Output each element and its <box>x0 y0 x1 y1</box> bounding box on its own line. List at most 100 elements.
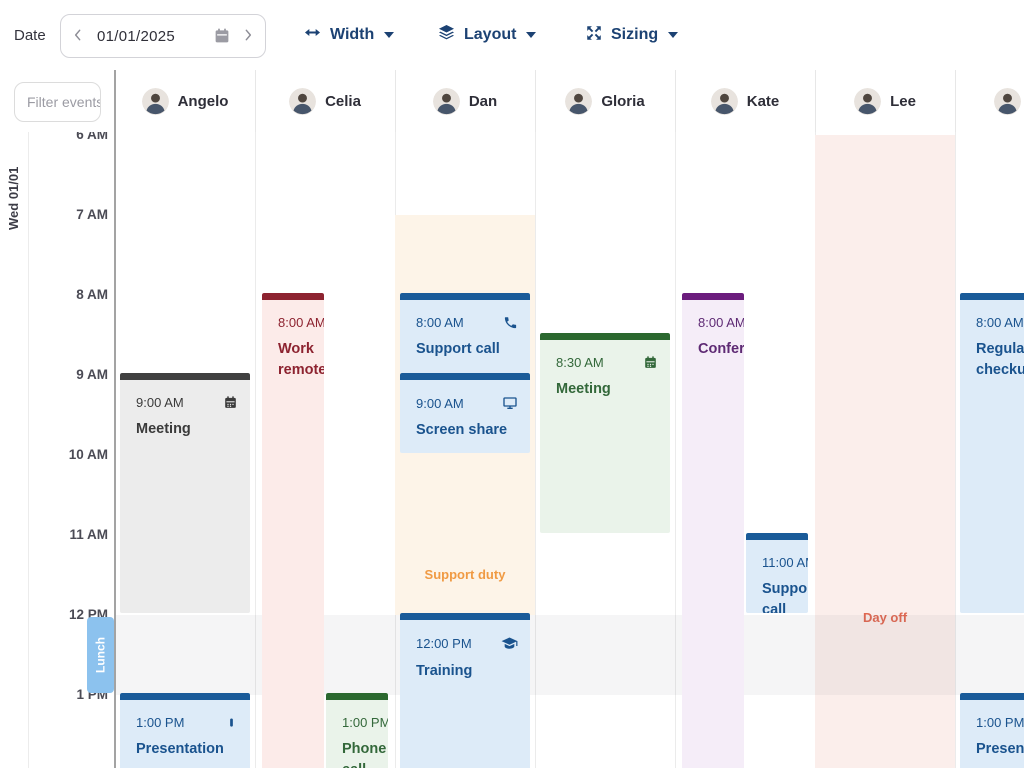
header-column-separator <box>675 70 676 132</box>
width-dropdown-label: Width <box>330 26 375 43</box>
chevron-right-icon <box>240 27 256 46</box>
event-time: 1:00 PM <box>136 715 185 730</box>
event-title: Support call <box>416 341 500 357</box>
calendar-icon <box>643 355 658 370</box>
event-time-row: 8:00 AM <box>976 315 1024 330</box>
avatar <box>994 87 1022 115</box>
event-content: 8:00 AM Support call <box>400 300 530 360</box>
event-color-bar <box>400 373 530 380</box>
event-time: 9:00 AM <box>416 395 464 411</box>
previous-date-button[interactable] <box>61 15 95 57</box>
width-dropdown[interactable]: Width <box>303 0 395 70</box>
graduation-icon <box>501 635 518 652</box>
event-conference[interactable]: 8:00 AMConference <box>682 293 744 768</box>
caret-down-icon <box>526 32 537 38</box>
event-time: 1:00 PM <box>342 715 388 730</box>
event-support-call[interactable]: 11:00 AM Support call <box>746 533 808 613</box>
time-gutter-border <box>114 70 116 768</box>
width-icon <box>303 23 322 47</box>
event-color-bar <box>120 693 250 700</box>
time-label: 10 AM <box>68 447 108 462</box>
resource-header-row: Angelo Celia Dan Gloria Kate Lee Mia <box>0 70 1024 133</box>
avatar <box>854 87 882 115</box>
date-value[interactable]: 01/01/2025 <box>97 27 176 45</box>
background-event-label: Support duty <box>424 567 506 582</box>
layout-dropdown-label: Layout <box>464 26 517 43</box>
toolbar: Date 01/01/2025 Width <box>0 0 1024 71</box>
resize-arrows-icon <box>585 24 603 47</box>
event-title: Support call <box>762 581 808 613</box>
resource-name: Kate <box>746 92 780 110</box>
event-title: Screen share <box>416 422 508 438</box>
resource-header-kate: Kate <box>675 70 815 132</box>
event-color-bar <box>120 373 250 380</box>
event-screen-share[interactable]: 9:00 AM Screen share <box>400 373 530 453</box>
event-time: 8:30 AM <box>556 355 604 370</box>
filter-input[interactable] <box>14 82 101 122</box>
date-picker[interactable]: 01/01/2025 <box>60 14 266 58</box>
header-column-separator <box>255 70 256 132</box>
event-time: 8:00 AM <box>278 315 324 330</box>
header-column-separator <box>815 70 816 132</box>
header-column-separator <box>955 70 956 132</box>
event-content: 11:00 AM Support call <box>746 540 808 613</box>
gutter-divider <box>28 132 29 768</box>
event-color-bar <box>540 333 670 340</box>
layers-icon <box>437 23 456 47</box>
resource-header-celia: Celia <box>255 70 395 132</box>
event-regular-checkup[interactable]: 8:00 AM Regular checkup <box>960 293 1024 613</box>
event-time-row: 12:00 PM <box>416 635 518 652</box>
time-label: 6 AM <box>76 132 108 142</box>
header-column-separator <box>535 70 536 132</box>
resource-name: Dan <box>468 92 498 110</box>
event-content: 8:00 AMConference <box>682 300 744 360</box>
event-time-row: 11:00 AM <box>762 555 808 570</box>
resource-header-mia: Mia <box>955 70 1024 132</box>
event-time: 8:00 AM <box>416 315 464 330</box>
resource-name: Lee <box>890 92 916 110</box>
time-label: 9 AM <box>76 367 108 382</box>
event-phone-call[interactable]: 1:00 PM Phone call <box>326 693 388 768</box>
background-event-day-off[interactable]: Day off <box>815 135 955 768</box>
caret-down-icon <box>384 32 395 38</box>
time-label: 11 AM <box>69 527 108 542</box>
caret-down-icon <box>668 32 679 38</box>
resource-name: Celia <box>325 92 361 110</box>
event-time-row: 1:00 PM <box>136 715 238 730</box>
resource-header-gloria: Gloria <box>535 70 675 132</box>
calendar-icon <box>223 395 238 410</box>
event-time: 1:00 PM <box>976 715 1024 730</box>
event-time-row: 1:00 PM <box>976 715 1024 730</box>
column-separator <box>955 132 956 768</box>
next-date-button[interactable] <box>231 15 265 57</box>
monitor-icon <box>502 395 518 411</box>
event-color-bar <box>746 533 808 540</box>
event-title: Phone call <box>342 741 387 768</box>
event-title: Meeting <box>136 421 191 437</box>
event-content: 1:00 PM Phone call <box>326 700 388 768</box>
event-support-call[interactable]: 8:00 AM Support call <box>400 293 530 373</box>
chevron-left-icon <box>70 27 86 46</box>
sizing-dropdown[interactable]: Sizing <box>585 0 679 70</box>
resource-name: Angelo <box>177 92 229 110</box>
time-label: 7 AM <box>76 207 108 222</box>
lunch-region-label: Lunch <box>87 617 114 693</box>
event-title: Regular checkup <box>976 341 1024 378</box>
event-color-bar <box>400 613 530 620</box>
event-time-row: 8:30 AM <box>556 355 658 370</box>
background-event-label: Day off <box>862 610 908 625</box>
resource-header-dan: Dan <box>395 70 535 132</box>
layout-dropdown[interactable]: Layout <box>437 0 537 70</box>
